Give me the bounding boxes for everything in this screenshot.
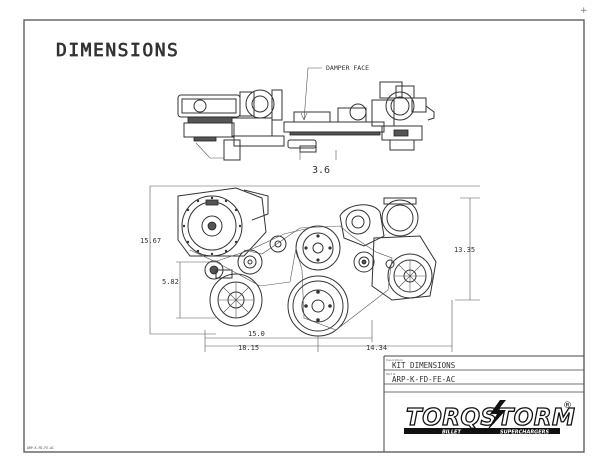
registered-mark: ® — [563, 401, 572, 411]
drawing-border — [23, 19, 585, 453]
offset-dimension: 3.6 — [312, 165, 330, 176]
dim-inner-width: 15.0 — [248, 330, 265, 338]
damper-face-callout: DAMPER FACE — [326, 64, 369, 72]
dim-overall-height-right: 13.35 — [454, 246, 475, 254]
description-label: Description — [386, 358, 403, 362]
lightning-bolt-icon — [486, 400, 506, 432]
dim-left-width: 18.15 — [238, 344, 259, 352]
dim-right-width: 14.34 — [366, 344, 387, 352]
front-view: 15.67 13.35 5.82 15.0 18.15 14.34 — [140, 185, 480, 352]
dim-lower-height-left: 5.82 — [162, 278, 179, 286]
description-value: KIT DIMENSIONS — [392, 361, 456, 370]
part-value: ARP-K-FD-FE-AC — [392, 375, 455, 384]
page-title: DIMENSIONS — [56, 40, 179, 61]
logo-wordmark: TORQSTORM — [406, 405, 575, 431]
dim-overall-height-left: 15.67 — [140, 237, 161, 245]
top-view: DAMPER FACE 3.6 — [177, 64, 435, 176]
logo-right-tag: SUPERCHARGERS — [500, 430, 550, 436]
part-label: Part # — [386, 372, 396, 376]
corner-mark: + — [580, 6, 588, 16]
torqstorm-logo: TORQSTORM BILLET SUPERCHARGERS ® — [404, 400, 576, 436]
housing-bolts — [182, 196, 242, 256]
title-block: Description KIT DIMENSIONS Part # ARP-K-… — [383, 355, 584, 452]
logo-left-tag: BILLET — [442, 430, 461, 436]
footer-code: ARP-K-FD-FE-AC — [27, 446, 54, 450]
